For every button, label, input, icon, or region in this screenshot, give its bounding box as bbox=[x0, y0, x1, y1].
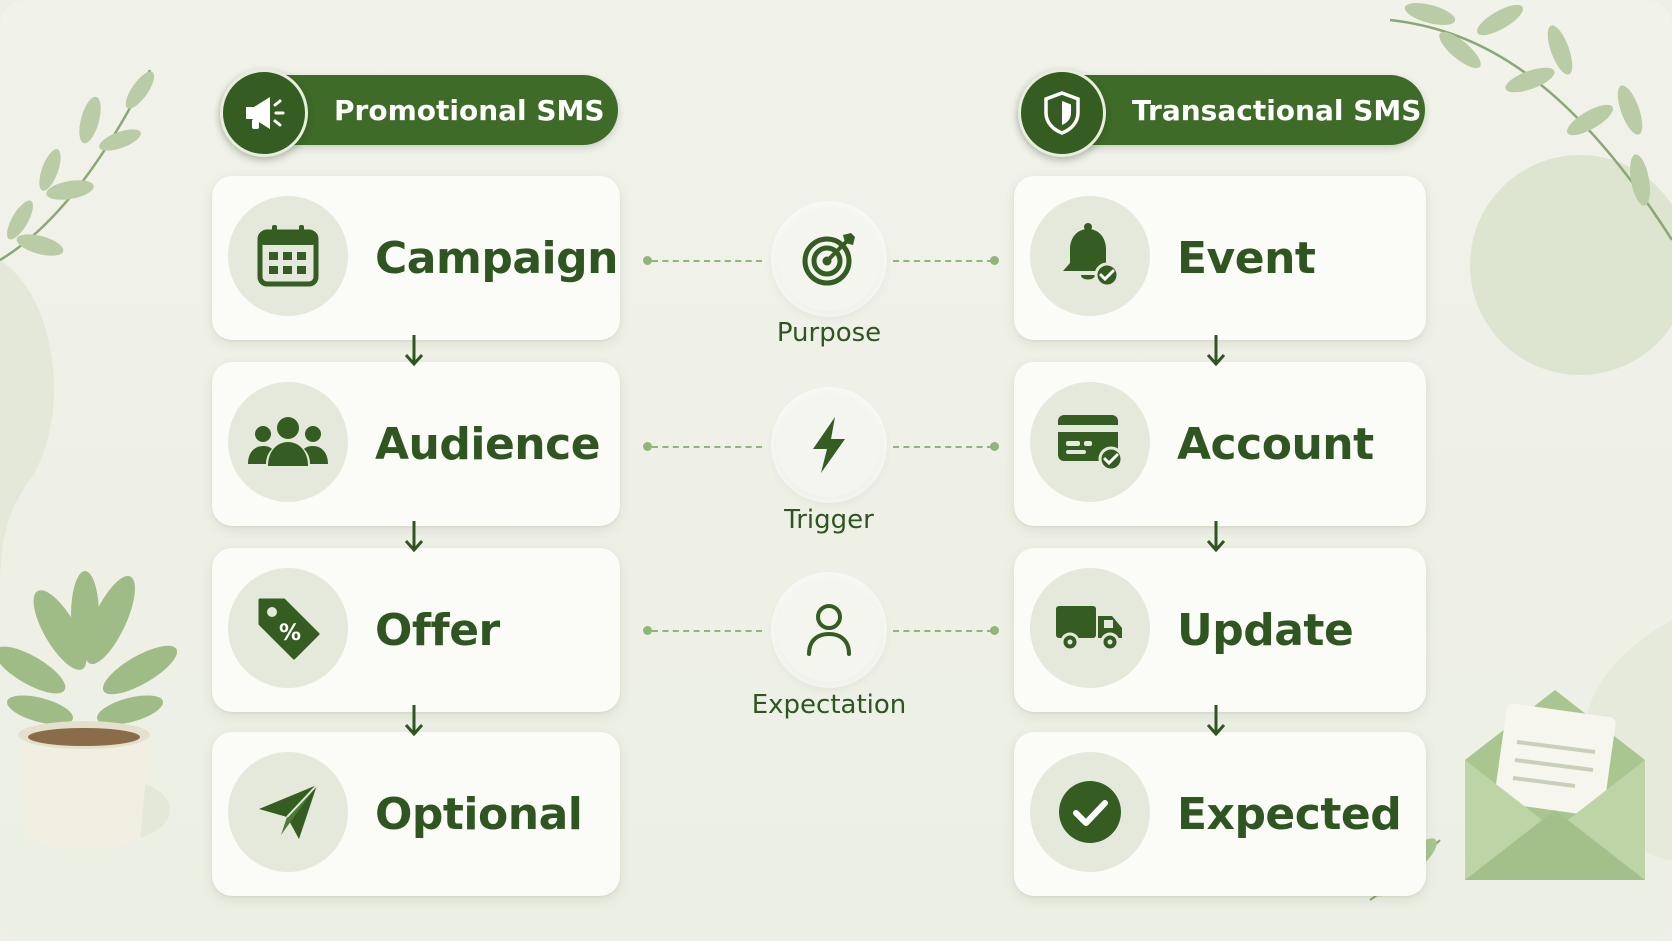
step-card-update: Update bbox=[1014, 548, 1426, 712]
megaphone-icon bbox=[220, 69, 308, 157]
check-circle-icon bbox=[1030, 752, 1150, 872]
connector-line-trigger-left bbox=[652, 446, 762, 448]
step-card-event: Event bbox=[1014, 176, 1426, 340]
step-label-event: Event bbox=[1177, 232, 1316, 284]
step-label-update: Update bbox=[1177, 604, 1354, 656]
step-card-offer: % Offer bbox=[212, 548, 620, 712]
connector-dot bbox=[643, 442, 652, 451]
step-label-optional: Optional bbox=[375, 788, 583, 840]
svg-text:%: % bbox=[279, 621, 301, 646]
comparison-node-trigger bbox=[777, 393, 881, 497]
connector-dot bbox=[990, 626, 999, 635]
connector-dot bbox=[990, 442, 999, 451]
promotional-sms-header: Promotional SMS bbox=[220, 69, 618, 157]
paper-plane-icon bbox=[228, 752, 348, 872]
calendar-icon bbox=[228, 196, 348, 316]
transactional-sms-title: Transactional SMS bbox=[1132, 93, 1422, 127]
person-icon bbox=[807, 604, 851, 656]
comparison-node-purpose bbox=[777, 207, 881, 311]
delivery-truck-icon bbox=[1030, 568, 1150, 688]
connector-line-expectation-left bbox=[652, 630, 762, 632]
users-icon bbox=[228, 382, 348, 502]
step-card-account: Account bbox=[1014, 362, 1426, 526]
flow-arrow-left-1 bbox=[404, 335, 424, 367]
comparison-label-expectation: Expectation bbox=[751, 690, 907, 720]
promotional-sms-title: Promotional SMS bbox=[334, 93, 605, 127]
step-label-account: Account bbox=[1177, 418, 1374, 470]
flow-arrow-right-3 bbox=[1206, 705, 1226, 737]
flow-arrow-left-2 bbox=[404, 521, 424, 553]
comparison-label-trigger: Trigger bbox=[784, 505, 874, 535]
flow-arrow-left-3 bbox=[404, 705, 424, 737]
step-card-campaign: Campaign bbox=[212, 176, 620, 340]
transactional-sms-header: Transactional SMS bbox=[1018, 69, 1425, 157]
connector-line-purpose-left bbox=[652, 260, 762, 262]
target-icon bbox=[802, 233, 855, 286]
connector-dot bbox=[990, 256, 999, 265]
envelope-icon bbox=[1465, 690, 1645, 880]
connector-line-purpose-right bbox=[893, 260, 993, 262]
comparison-label-purpose: Purpose bbox=[776, 318, 882, 348]
lightning-icon bbox=[813, 417, 845, 473]
step-card-optional: Optional bbox=[212, 732, 620, 896]
bell-check-icon bbox=[1030, 196, 1150, 316]
flow-arrow-right-1 bbox=[1206, 335, 1226, 367]
step-card-expected: Expected bbox=[1014, 732, 1426, 896]
potted-plant-icon bbox=[0, 571, 178, 850]
step-label-expected: Expected bbox=[1177, 788, 1402, 840]
step-card-audience: Audience bbox=[212, 362, 620, 526]
comparison-node-expectation bbox=[777, 578, 881, 682]
step-label-audience: Audience bbox=[375, 418, 601, 470]
credit-card-check-icon bbox=[1030, 382, 1150, 502]
leaf-branch-top-left-icon bbox=[0, 69, 155, 262]
discount-tag-icon: % bbox=[228, 568, 348, 688]
connector-line-expectation-right bbox=[893, 630, 993, 632]
shield-icon bbox=[1018, 69, 1106, 157]
connector-line-trigger-right bbox=[893, 446, 993, 448]
flow-arrow-right-2 bbox=[1206, 521, 1226, 553]
connector-dot bbox=[643, 256, 652, 265]
leaf-branch-top-right-icon bbox=[1390, 3, 1672, 241]
step-label-offer: Offer bbox=[375, 604, 500, 656]
connector-dot bbox=[643, 626, 652, 635]
step-label-campaign: Campaign bbox=[375, 232, 618, 284]
